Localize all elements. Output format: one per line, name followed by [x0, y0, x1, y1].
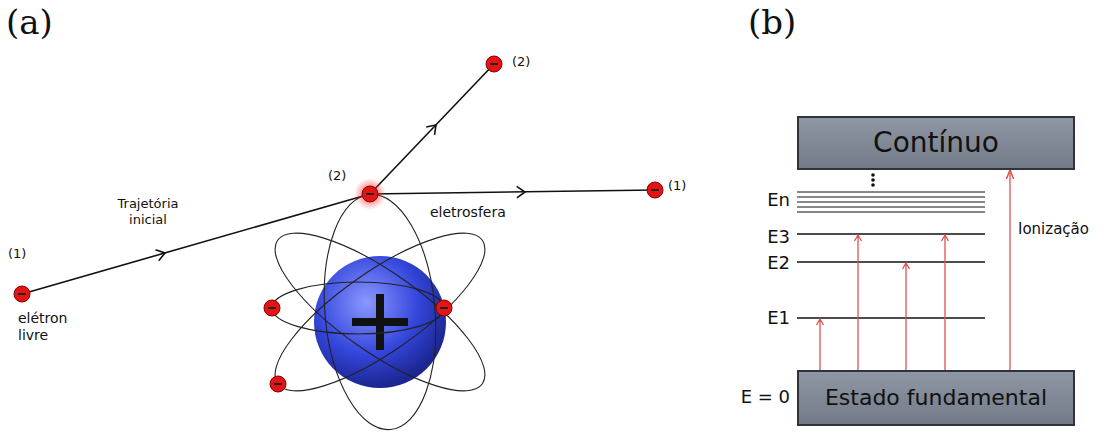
electron	[436, 300, 452, 316]
minus-sign	[440, 307, 448, 309]
level-line	[797, 317, 985, 318]
state-number: (2)	[512, 54, 530, 70]
electron	[14, 286, 30, 302]
direction-chevron	[517, 186, 525, 198]
level-line	[797, 202, 985, 203]
trajectory-line	[370, 190, 655, 194]
edge-label: Ionização	[1018, 220, 1089, 238]
orbit	[255, 208, 506, 417]
electron	[362, 186, 378, 202]
trajectory-line	[370, 64, 494, 194]
orbit	[255, 208, 506, 417]
level-line	[797, 233, 985, 234]
orbit	[315, 190, 445, 432]
dot	[871, 183, 875, 187]
panel-letter: (b)	[748, 2, 796, 43]
level-label: E1	[690, 307, 790, 329]
minus-sign	[18, 293, 26, 295]
minus-sign	[268, 307, 276, 309]
minus-sign	[651, 189, 659, 191]
energy-levels	[797, 192, 985, 318]
minus-sign	[490, 63, 498, 65]
electron	[486, 56, 502, 72]
dot	[871, 173, 875, 177]
direction-chevron	[426, 125, 436, 135]
level-line	[797, 261, 985, 262]
electron	[436, 300, 452, 316]
excitation-arrows	[817, 235, 949, 370]
electrons	[14, 56, 663, 392]
state-number: (1)	[8, 246, 26, 262]
level-line	[797, 197, 985, 198]
level-label: E2	[690, 252, 790, 274]
excitation-arrow	[903, 263, 910, 370]
plus-sign	[376, 294, 384, 350]
level-line	[797, 211, 985, 212]
band-title: Estado fundamental	[825, 385, 1047, 411]
electron	[270, 376, 286, 392]
electron	[647, 182, 663, 198]
band-title: Contínuo	[873, 126, 999, 160]
excitation-arrow	[855, 235, 862, 370]
trajectory-line	[22, 194, 370, 294]
minus-sign	[366, 193, 374, 195]
electron	[270, 376, 286, 392]
electron	[362, 186, 378, 202]
minus-sign	[274, 383, 282, 385]
collision-glow	[354, 178, 386, 210]
state-number: (2)	[328, 168, 346, 184]
level-label: En	[690, 189, 790, 211]
state-number: (1)	[668, 178, 686, 194]
electron	[14, 286, 30, 302]
level-label: E3	[690, 226, 790, 248]
continuum-band: Contínuo	[797, 116, 1075, 170]
electron	[647, 182, 663, 198]
direction-chevron	[156, 250, 166, 261]
ionization-arrow	[1009, 170, 1010, 370]
ellipsis-dots	[871, 173, 875, 187]
trajectory-label: Trajetória inicial	[100, 196, 196, 227]
panel-letter: (a)	[6, 2, 53, 43]
trajectories	[22, 64, 655, 294]
nucleus	[314, 256, 446, 388]
level-line	[797, 192, 985, 193]
level-line	[797, 207, 985, 208]
particle-label: elétron livre	[18, 310, 88, 344]
electron	[486, 56, 502, 72]
excitation-arrow	[817, 319, 824, 370]
electron	[264, 300, 280, 316]
excitation-arrow	[942, 235, 949, 370]
orbits	[255, 190, 506, 432]
region-label: eletrosfera	[428, 204, 508, 221]
ground-state-band: Estado fundamental	[797, 370, 1075, 426]
level-label: E = 0	[690, 386, 790, 408]
dot	[871, 178, 875, 182]
electron	[264, 300, 280, 316]
